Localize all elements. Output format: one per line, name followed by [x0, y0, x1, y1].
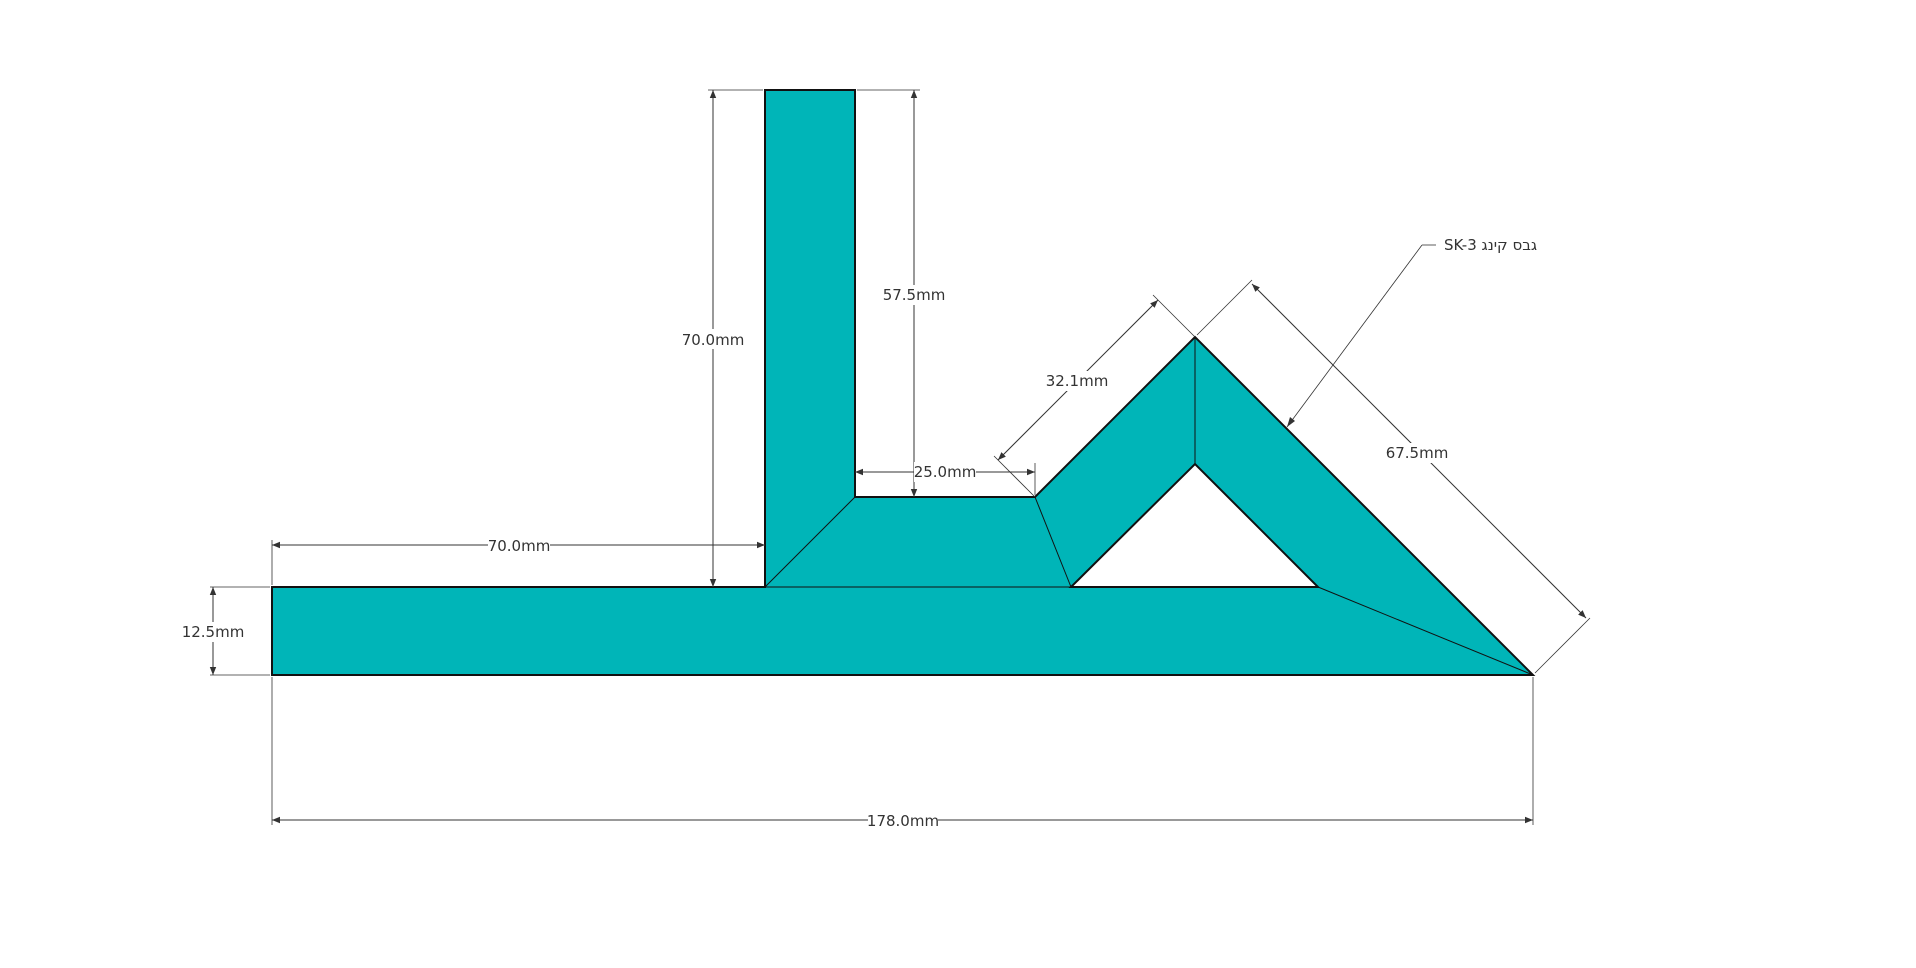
callout-leader: SK-3 גבס קינג — [1286, 236, 1537, 428]
dimension-label-vertical-height: 70.0mm — [682, 331, 745, 349]
dimension-label-inner-shelf: 25.0mm — [914, 463, 977, 481]
dimension-label-base-thickness: 12.5mm — [182, 623, 245, 641]
dimension-label-inner-vertical: 57.5mm — [883, 286, 946, 304]
callout-label: SK-3 גבס קינג — [1444, 236, 1537, 254]
dimension-inner-vertical: 57.5mm — [857, 89, 946, 497]
profile-seam-line — [1034, 496, 1072, 588]
dimension-label-triangle-left-side: 32.1mm — [1046, 372, 1109, 390]
dimension-label-total-length: 178.0mm — [867, 812, 939, 830]
dimension-base-thickness: 12.5mm — [182, 586, 270, 676]
dimension-left-flange: 70.0mm — [271, 535, 765, 585]
dimension-label-triangle-right-side: 67.5mm — [1386, 444, 1449, 462]
dimension-inner-shelf: 25.0mm — [855, 462, 1036, 495]
dimension-triangle-right-side: 67.5mm — [1196, 279, 1591, 674]
dimension-total-length: 178.0mm — [271, 677, 1534, 830]
dimension-vertical-height: 70.0mm — [682, 89, 763, 587]
dimension-label-left-flange: 70.0mm — [488, 537, 551, 555]
profile-shape — [271, 89, 1536, 676]
profile-seam-line — [764, 496, 856, 588]
dimension-triangle-left-side: 32.1mm — [993, 294, 1196, 498]
